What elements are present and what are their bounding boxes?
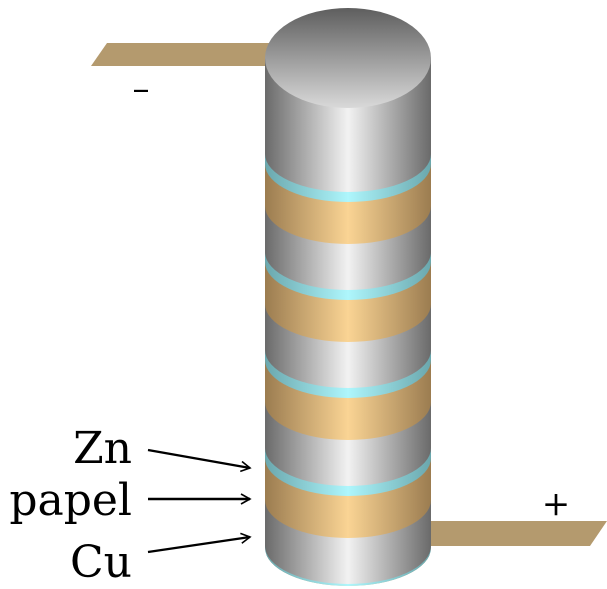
arrow-cu: [147, 532, 252, 554]
band-boundaries: [265, 153, 431, 586]
pile-top-cap: [265, 8, 431, 108]
band-boundary-zinc: [265, 349, 431, 388]
band-boundary-zinc: [265, 545, 431, 584]
band-boundary-zinc: [265, 447, 431, 486]
band-boundary-copper: [265, 401, 431, 440]
label-zn: Zn: [73, 423, 132, 474]
band-boundary-copper: [265, 303, 431, 342]
negative-sign: –: [133, 69, 150, 109]
band-boundary-zinc: [265, 251, 431, 290]
band-boundary-copper: [265, 205, 431, 244]
band-boundary-zinc: [265, 153, 431, 192]
positive-sign: +: [542, 484, 571, 524]
label-cu: Cu: [70, 537, 132, 588]
label-papel: papel: [9, 475, 132, 526]
band-boundary-copper: [265, 499, 431, 538]
arrow-zn: [147, 448, 252, 473]
positive-terminal-strip: [431, 521, 607, 546]
